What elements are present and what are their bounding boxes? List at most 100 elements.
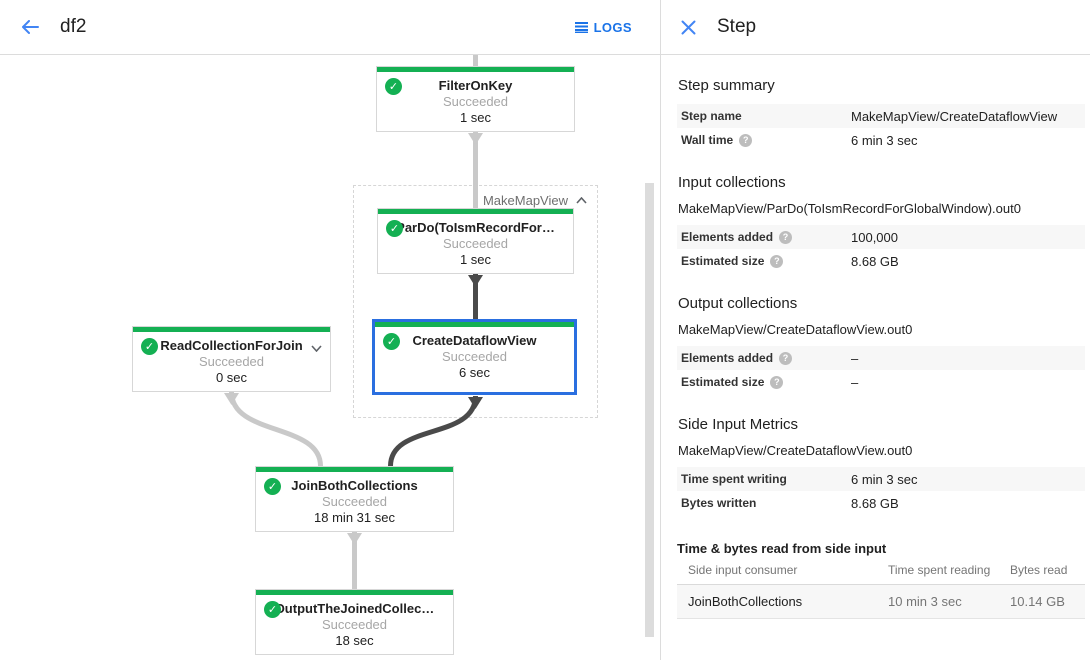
bytes-read-cell: 10.14 GB (1010, 594, 1065, 609)
section-heading-side-input-metrics: Side Input Metrics (678, 416, 799, 433)
table-header-row: Side input consumer Time spent reading B… (677, 556, 1085, 585)
kv-row-estimated-size: Estimated size 8.68 GB (677, 249, 1085, 273)
output-collection-name: MakeMapView/CreateDataflowView.out0 (678, 322, 913, 337)
section-heading-input-collections: Input collections (678, 174, 786, 191)
input-collections-rows: Elements added 100,000 Estimated size 8.… (677, 225, 1085, 273)
success-check-icon (386, 220, 403, 237)
kv-label: Wall time (681, 133, 734, 147)
step-time: 18 min 31 sec (314, 510, 395, 525)
kv-label: Step name (681, 109, 742, 123)
kv-value: – (851, 350, 859, 366)
arrowhead-icon (468, 275, 483, 287)
success-check-icon (141, 338, 158, 355)
kv-value: 6 min 3 sec (851, 132, 918, 148)
step-time: 0 sec (215, 370, 248, 385)
step-node-createdataflowview-selected[interactable]: CreateDataflowView Succeeded 6 sec (372, 319, 577, 395)
step-panel-header: Step (660, 0, 1090, 54)
close-panel-button[interactable] (675, 14, 701, 40)
close-icon (681, 20, 695, 34)
side-input-table: Side input consumer Time spent reading B… (677, 556, 1085, 619)
kv-label: Time spent writing (681, 472, 787, 486)
arrowhead-icon (468, 133, 483, 145)
kv-value: – (851, 374, 859, 390)
group-collapse-toggle[interactable]: MakeMapView (483, 193, 587, 208)
expand-step-button[interactable] (311, 339, 322, 357)
step-status: Succeeded (442, 94, 509, 109)
step-status: Succeeded (198, 354, 265, 369)
step-status: Succeeded (321, 617, 388, 632)
kv-value: 8.68 GB (851, 253, 899, 269)
column-header: Bytes read (1010, 563, 1068, 577)
side-input-consumer-cell: JoinBothCollections (688, 594, 803, 609)
step-node-readcollectionforjoin[interactable]: ReadCollectionForJoin Succeeded 0 sec (132, 326, 331, 392)
column-header: Side input consumer (688, 563, 798, 577)
kv-row-elements-added: Elements added – (677, 346, 1085, 370)
side-input-table-heading: Time & bytes read from side input (677, 541, 887, 556)
kv-label: Estimated size (681, 254, 765, 268)
column-header: Time spent reading (888, 563, 991, 577)
vertical-scrollbar[interactable] (645, 183, 654, 637)
kv-label: Bytes written (681, 496, 757, 510)
kv-label: Elements added (681, 230, 774, 244)
status-bar (256, 467, 453, 472)
step-status: Succeeded (442, 236, 509, 251)
step-title: FilterOnKey (438, 78, 513, 93)
chevron-down-icon (311, 345, 322, 353)
edge-read-join (229, 391, 323, 467)
step-title: ParDo(ToIsmRecordFor… (396, 220, 555, 235)
step-status: Succeeded (441, 349, 508, 364)
logs-label: LOGS (593, 19, 632, 35)
kv-value: 8.68 GB (851, 495, 899, 511)
step-time: 18 sec (335, 633, 374, 648)
kv-value: MakeMapView/CreateDataflowView (851, 108, 1058, 124)
step-node-pardo[interactable]: ParDo(ToIsmRecordFor… Succeeded 1 sec (377, 208, 574, 274)
status-bar (377, 67, 574, 72)
help-icon[interactable] (739, 133, 753, 147)
help-icon[interactable] (770, 375, 784, 389)
top-header: df2 LOGS Step (0, 0, 1090, 55)
status-bar (133, 327, 330, 332)
logs-button[interactable]: LOGS (574, 19, 632, 35)
status-bar (378, 209, 573, 214)
back-arrow-icon (22, 20, 39, 34)
kv-row-bytes-written: Bytes written 8.68 GB (677, 491, 1085, 515)
success-check-icon (264, 478, 281, 495)
step-title: OutputTheJoinedCollec… (274, 601, 435, 616)
step-time: 1 sec (459, 110, 492, 125)
step-time: 6 sec (458, 365, 491, 380)
success-check-icon (385, 78, 402, 95)
job-graph-canvas[interactable]: MakeMapView FilterOnKey Succeeded (0, 55, 660, 660)
job-header: df2 LOGS (0, 0, 660, 54)
help-icon[interactable] (779, 230, 793, 244)
kv-label: Elements added (681, 351, 774, 365)
input-collection-name: MakeMapView/ParDo(ToIsmRecordForGlobalWi… (678, 201, 1021, 216)
logs-list-icon (574, 21, 588, 33)
step-summary-rows: Step name MakeMapView/CreateDataflowView… (677, 104, 1085, 152)
help-icon[interactable] (770, 254, 784, 268)
job-title: df2 (60, 16, 87, 37)
kv-row-step-name: Step name MakeMapView/CreateDataflowView (677, 104, 1085, 128)
step-node-outputthejoined[interactable]: OutputTheJoinedCollec… Succeeded 18 sec (255, 589, 454, 655)
back-button[interactable] (16, 13, 44, 41)
status-bar (375, 322, 574, 327)
status-bar (256, 590, 453, 595)
kv-row-elements-added: Elements added 100,000 (677, 225, 1085, 249)
table-row: JoinBothCollections 10 min 3 sec 10.14 G… (677, 585, 1085, 619)
chevron-up-icon (576, 197, 587, 204)
kv-value: 6 min 3 sec (851, 471, 918, 487)
step-title: ReadCollectionForJoin (160, 338, 303, 353)
kv-label: Estimated size (681, 375, 765, 389)
section-heading-step-summary: Step summary (678, 77, 775, 94)
kv-row-time-spent-writing: Time spent writing 6 min 3 sec (677, 467, 1085, 491)
graph-edges (224, 55, 483, 589)
kv-row-wall-time: Wall time 6 min 3 sec (677, 128, 1085, 152)
step-title: CreateDataflowView (412, 333, 537, 348)
kv-value: 100,000 (851, 229, 898, 245)
step-time: 1 sec (459, 252, 492, 267)
edge-createview-join (388, 395, 478, 467)
help-icon[interactable] (779, 351, 793, 365)
step-status: Succeeded (321, 494, 388, 509)
step-node-joinbothcollections[interactable]: JoinBothCollections Succeeded 18 min 31 … (255, 466, 454, 532)
step-node-filteronkey[interactable]: FilterOnKey Succeeded 1 sec (376, 66, 575, 132)
success-check-icon (383, 333, 400, 350)
